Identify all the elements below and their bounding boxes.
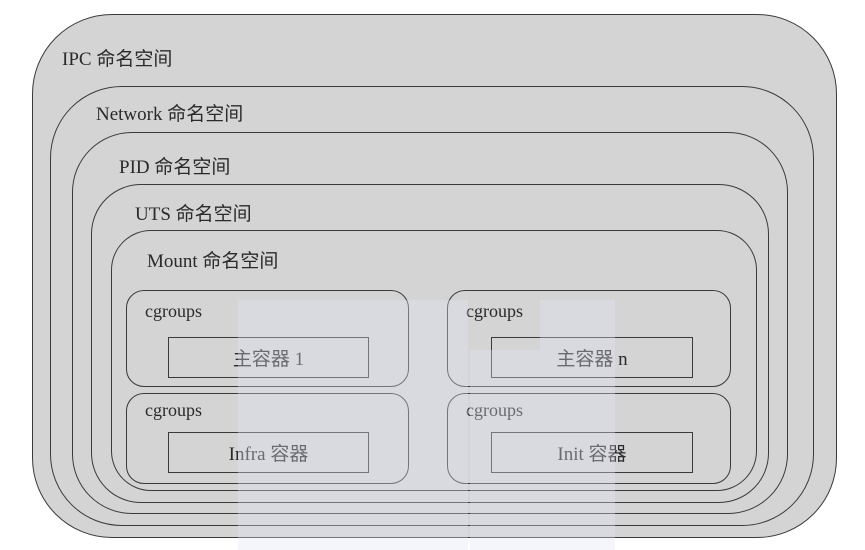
cgroups-box-main-1: cgroups — [126, 290, 409, 387]
cgroups-label: cgroups — [466, 301, 523, 321]
ipc-namespace-label: IPC 命名空间 — [62, 49, 173, 70]
cgroups-box-infra: cgroups — [126, 393, 409, 484]
pid-namespace-label: PID 命名空间 — [119, 157, 231, 178]
cgroups-box-main-n: cgroups — [447, 290, 731, 387]
cgroups-box-init: cgroups — [447, 393, 731, 484]
mount-namespace-box — [111, 230, 757, 491]
cgroups-label: cgroups — [466, 400, 523, 420]
cgroups-label: cgroups — [145, 301, 202, 321]
infra-container: Infra 容器 — [168, 432, 369, 473]
cgroups-label: cgroups — [145, 400, 202, 420]
mount-namespace-label: Mount 命名空间 — [147, 251, 279, 272]
uts-namespace-label: UTS 命名空间 — [135, 204, 252, 225]
main-container-n: 主容器 n — [491, 337, 693, 378]
init-container: Init 容器 — [491, 432, 693, 473]
main-container-1: 主容器 1 — [168, 337, 369, 378]
network-namespace-label: Network 命名空间 — [96, 104, 244, 125]
